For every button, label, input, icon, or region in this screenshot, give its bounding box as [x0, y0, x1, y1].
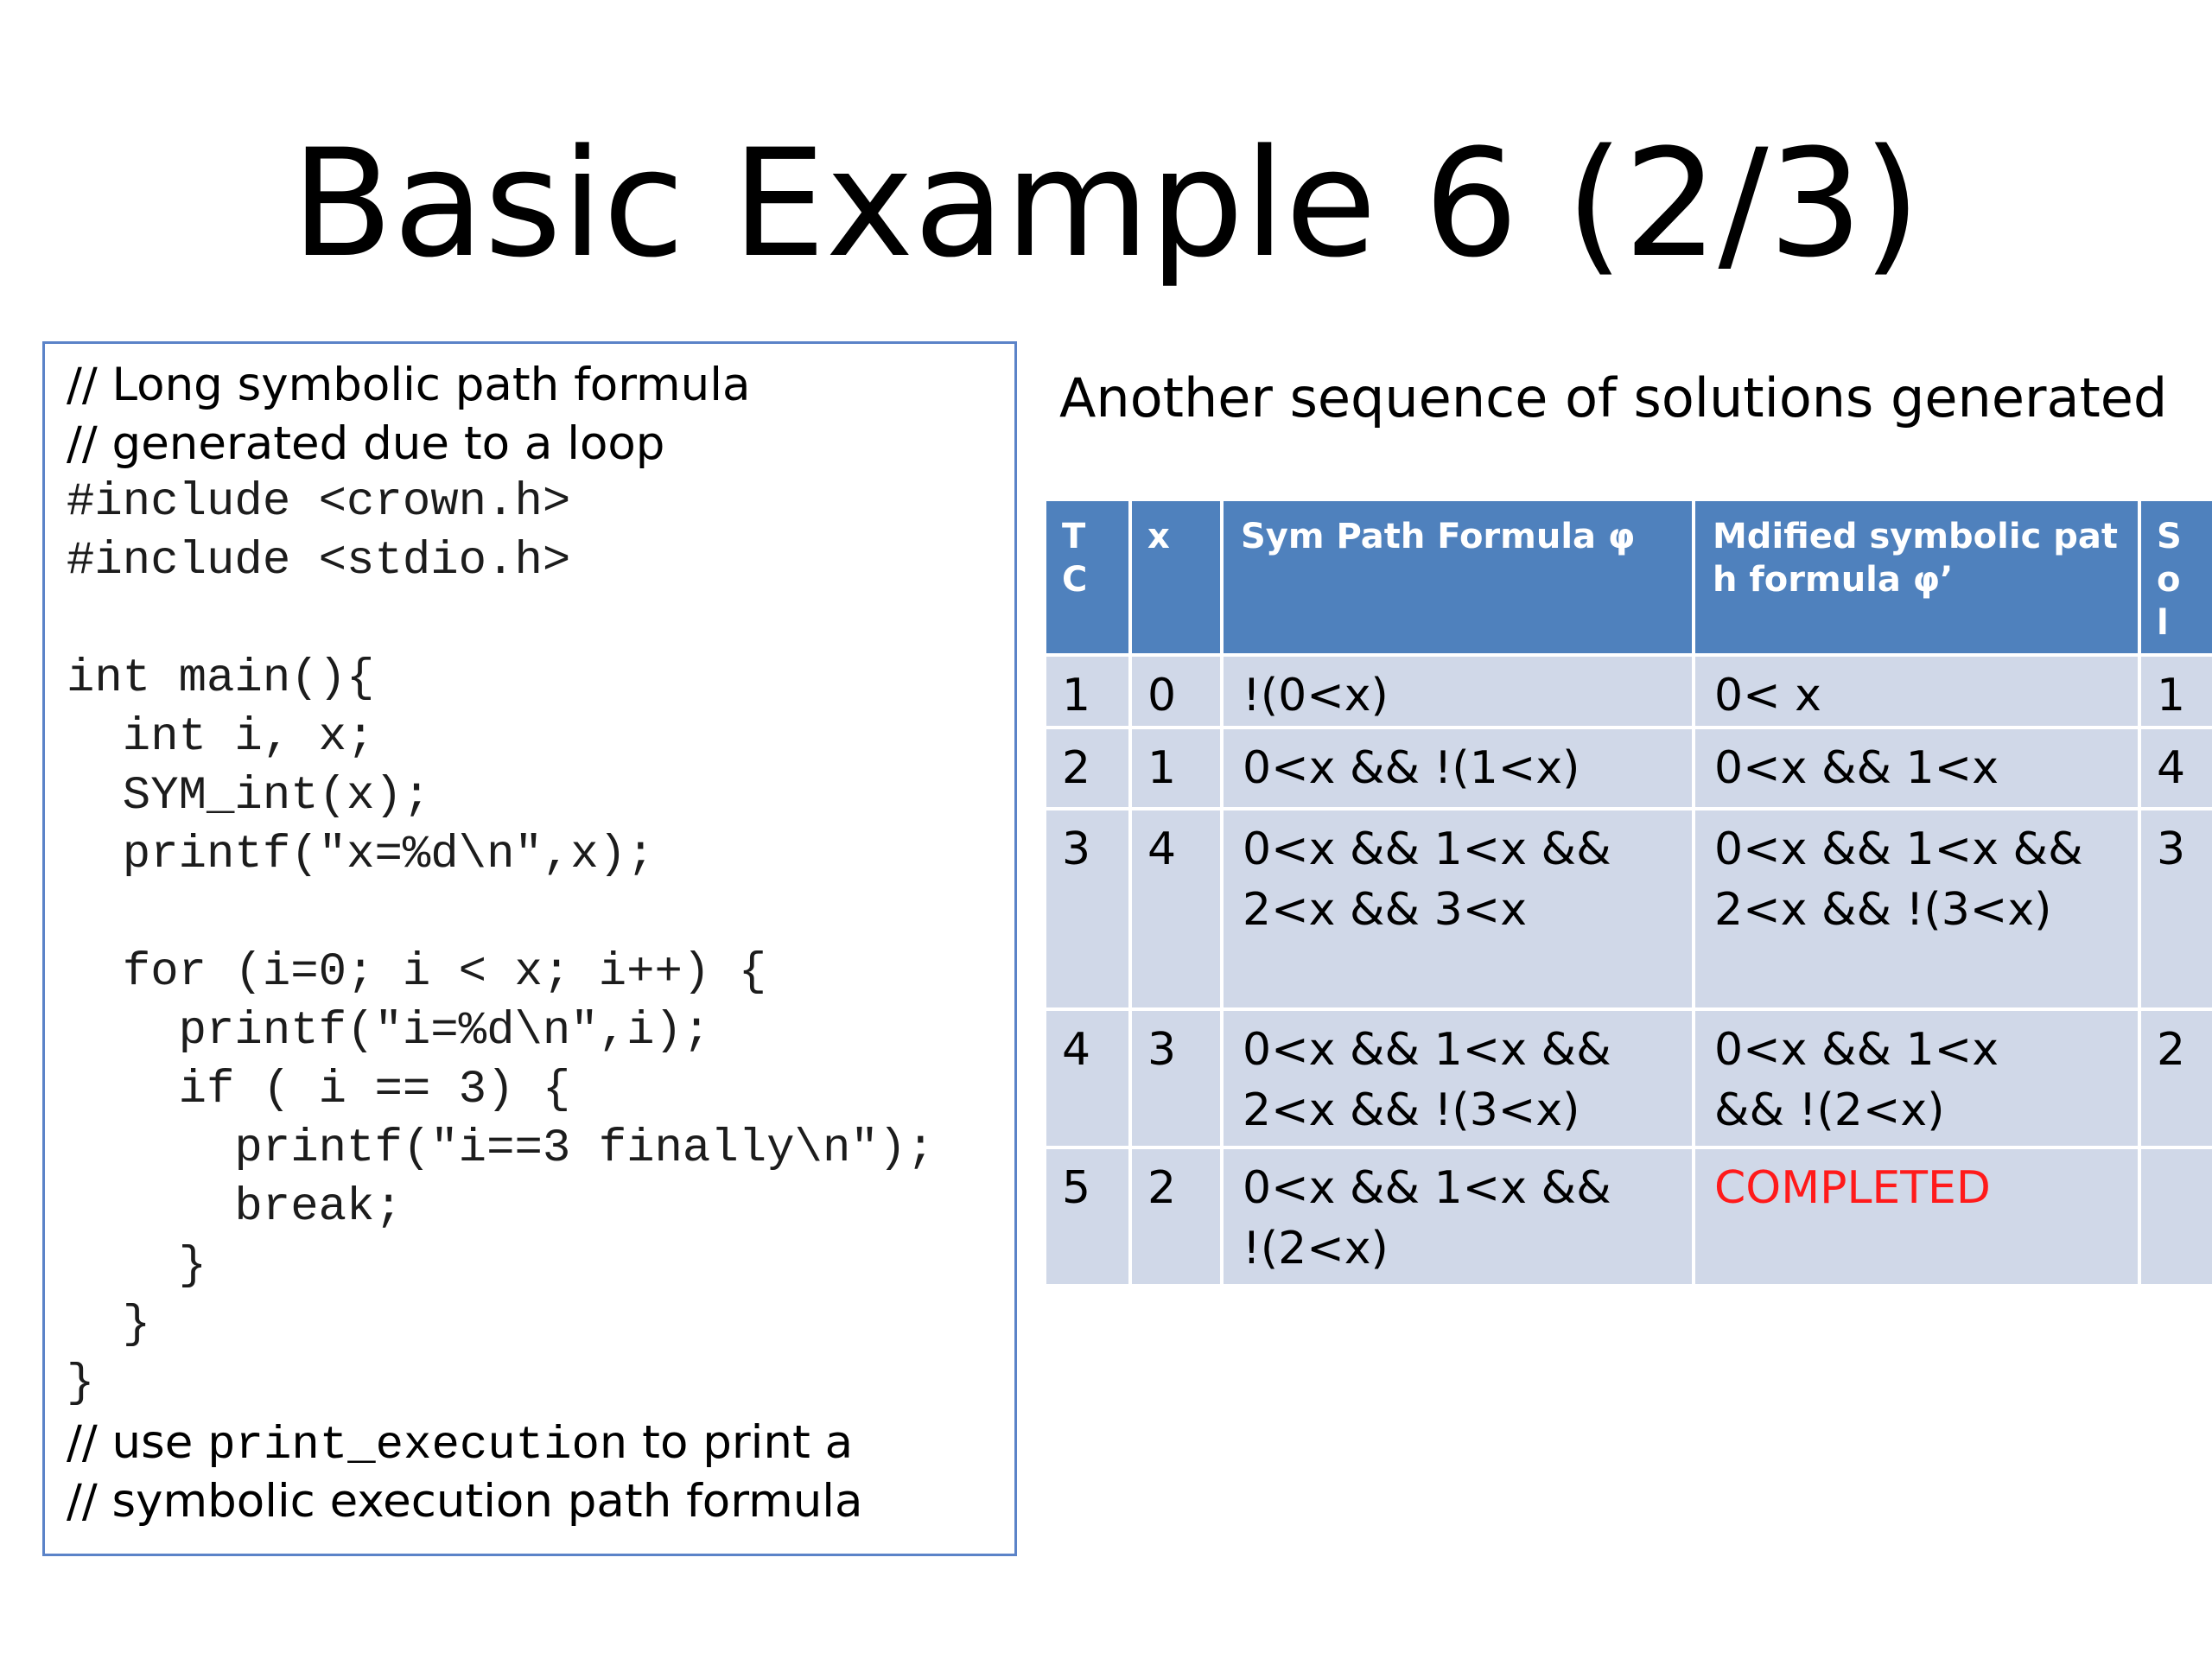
cell-sol [2138, 1146, 2212, 1287]
code-comment-line: // Long symbolic path formula [67, 359, 751, 411]
header-modified-formula: Mdified symbolic pat h formula φ’ [1692, 498, 2141, 657]
solutions-table: T C x Sym Path Formula φ Mdified symboli… [1043, 498, 2212, 1287]
code-line: if ( i == 3) { [67, 1064, 571, 1116]
cell-sym-path-formula: 0<x && 1<x && 2<x && !(3<x) [1220, 1007, 1695, 1149]
footer-comment-1-code: print_execution [207, 1420, 628, 1472]
footer-comment-1: // use print_execution to print a [67, 1414, 1014, 1472]
code-line: #include <crown.h> [67, 476, 571, 529]
code-listing: // Long symbolic path formula // generate… [67, 356, 1014, 1414]
code-line: printf("i==3 finally\n"); [67, 1122, 935, 1175]
code-line: } [67, 1299, 151, 1351]
code-line: #include <stdio.h> [67, 535, 571, 588]
code-line: break; [67, 1181, 403, 1234]
completed-label: COMPLETED [1714, 1162, 1991, 1214]
code-line: SYM_int(x); [67, 770, 431, 823]
cell-tc: 1 [1043, 653, 1132, 729]
code-line: } [67, 1240, 207, 1293]
code-comment-line: // generated due to a loop [67, 417, 665, 470]
cell-modified-formula: 0<x && 1<x && 2<x && !(3<x) [1692, 807, 2141, 1011]
cell-sol: 1 [2138, 653, 2212, 729]
cell-tc: 4 [1043, 1007, 1132, 1149]
table-header-row: T C x Sym Path Formula φ Mdified symboli… [1043, 498, 2212, 657]
cell-x: 2 [1128, 1146, 1224, 1287]
cell-sym-path-formula: !(0<x) [1220, 653, 1695, 729]
footer-comment-1-prefix: // use [67, 1416, 208, 1469]
cell-modified-formula: 0< x [1692, 653, 2141, 729]
cell-modified-formula: 0<x && 1<x && !(2<x) [1692, 1007, 2141, 1149]
cell-sym-path-formula: 0<x && !(1<x) [1220, 726, 1695, 810]
cell-sym-path-formula: 0<x && 1<x && !(2<x) [1220, 1146, 1695, 1287]
slide-title: Basic Example 6 (2/3) [290, 117, 1922, 290]
cell-sol: 3 [2138, 807, 2212, 1011]
cell-tc: 5 [1043, 1146, 1132, 1287]
cell-x: 0 [1128, 653, 1224, 729]
code-line: int main(){ [67, 652, 375, 705]
header-sol: S o l [2138, 498, 2212, 657]
code-line: int i, x; [67, 711, 375, 764]
cell-tc: 2 [1043, 726, 1132, 810]
cell-x: 4 [1128, 807, 1224, 1011]
code-line: printf("x=%d\n",x); [67, 829, 655, 881]
code-blank-line [67, 591, 1014, 650]
code-line: } [67, 1357, 95, 1410]
footer-comment-2: // symbolic execution path formula [67, 1475, 863, 1528]
code-panel: // Long symbolic path formula // generate… [42, 341, 1017, 1556]
cell-sol: 2 [2138, 1007, 2212, 1149]
header-sym-path-formula: Sym Path Formula φ [1220, 498, 1695, 657]
cell-modified-formula: COMPLETED [1692, 1146, 2141, 1287]
cell-x: 1 [1128, 726, 1224, 810]
footer-comment-1-suffix: to print a [627, 1416, 854, 1469]
solutions-heading: Another sequence of solutions generated [1059, 366, 2168, 429]
cell-sym-path-formula: 0<x && 1<x && 2<x && 3<x [1220, 807, 1695, 1011]
code-line: for (i=0; i < x; i++) { [67, 946, 767, 999]
header-tc: T C [1043, 498, 1132, 657]
cell-modified-formula: 0<x && 1<x [1692, 726, 2141, 810]
cell-x: 3 [1128, 1007, 1224, 1149]
code-line: printf("i=%d\n",i); [67, 1005, 711, 1058]
cell-sol: 4 [2138, 726, 2212, 810]
header-x: x [1128, 498, 1224, 657]
cell-tc: 3 [1043, 807, 1132, 1011]
code-blank-line [67, 885, 1014, 944]
